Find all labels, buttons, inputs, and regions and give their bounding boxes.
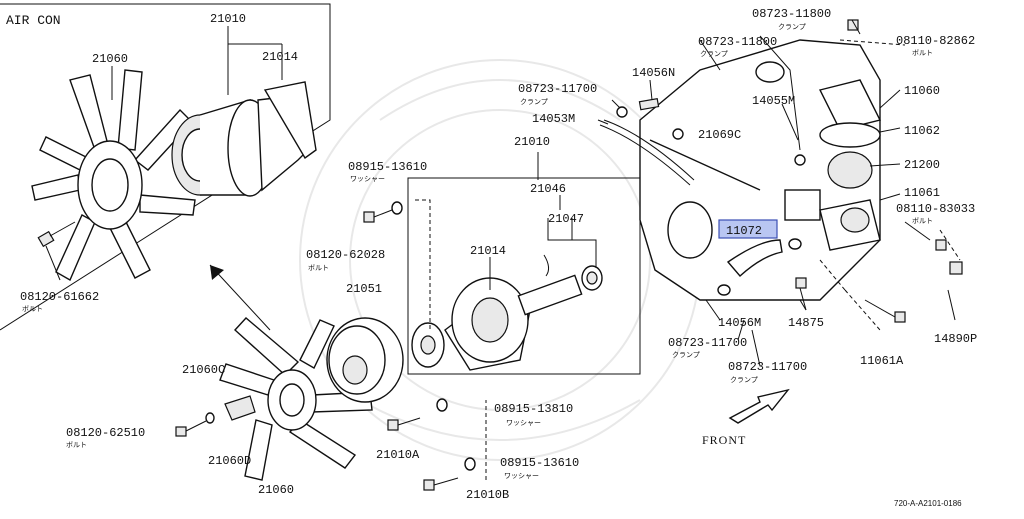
label-08915-13610-a: 08915-13610	[348, 160, 427, 174]
label-08120-61662-sub: ボルト	[22, 305, 43, 313]
diagram-code: 720-A-A2101-0186	[894, 499, 962, 508]
label-08110-83033-sub: ボルト	[912, 217, 933, 225]
label-08723-11800-b-sub: クランプ	[700, 50, 728, 58]
label-21060-top: 21060	[92, 52, 128, 66]
label-21010-mid: 21010	[514, 135, 550, 149]
label-08120-62028-sub: ボルト	[308, 264, 329, 272]
label-08723-11700-c: 08723-11700	[728, 360, 807, 374]
label-08723-11800-b: 08723-11800	[698, 35, 777, 49]
label-21047: 21047	[548, 212, 584, 226]
label-21069C: 21069C	[698, 128, 741, 142]
label-08110-82862: 08110-82862	[896, 34, 975, 48]
label-21014-top: 21014	[262, 50, 298, 64]
pulley	[326, 317, 404, 403]
label-front: FRONT	[702, 433, 746, 447]
inset-arrow	[209, 264, 271, 331]
label-08915-13610-b-sub: ワッシャー	[504, 472, 539, 480]
label-21060-bot: 21060	[258, 483, 294, 497]
label-08915-13610-a-sub: ワッシャー	[350, 175, 385, 183]
label-08723-11700-a: 08723-11700	[518, 82, 597, 96]
label-14055M: 14055M	[752, 94, 795, 108]
pipe-14053M	[599, 124, 691, 186]
label-08723-11700-a-sub: クランプ	[520, 98, 548, 106]
label-21010B: 21010B	[466, 488, 509, 502]
bolt-08120-62028	[363, 201, 403, 223]
main-fan	[219, 317, 373, 481]
engine-block	[639, 39, 881, 301]
label-08723-11700-c-sub: クランプ	[730, 376, 758, 384]
label-08120-62028: 08120-62028	[306, 248, 385, 262]
arrow-head	[210, 265, 224, 280]
label-08915-13610-b: 08915-13610	[500, 456, 579, 470]
inset-pump	[171, 81, 317, 197]
label-14053M: 14053M	[532, 112, 575, 126]
pump-body	[411, 254, 603, 371]
fan-spacer	[224, 395, 256, 421]
air-con-inset: AIR CON	[0, 3, 331, 331]
inset-title: AIR CON	[6, 13, 61, 28]
pump-group-box	[407, 177, 641, 375]
label-21200: 21200	[904, 158, 940, 172]
label-08723-11700-b-sub: クランプ	[672, 351, 700, 359]
hose-11072	[726, 239, 783, 278]
label-08915-13810-sub: ワッシャー	[506, 419, 541, 427]
label-11061: 11061	[904, 186, 940, 200]
bolt-21010B	[423, 457, 476, 491]
label-21060D: 21060D	[208, 454, 251, 468]
label-11060: 11060	[904, 84, 940, 98]
highlight-11072[interactable]	[718, 219, 778, 239]
label-11061A: 11061A	[860, 354, 904, 368]
label-08110-82862-sub: ボルト	[912, 49, 933, 57]
label-21014-mid: 21014	[470, 244, 506, 258]
label-14875: 14875	[788, 316, 824, 330]
thermostat-parts	[818, 79, 882, 251]
label-11062: 11062	[904, 124, 940, 138]
label-14890P: 14890P	[934, 332, 977, 346]
label-08915-13810: 08915-13810	[494, 402, 573, 416]
label-21010A: 21010A	[376, 448, 420, 462]
bolt-08120-62510	[175, 412, 215, 437]
label-14056N: 14056N	[632, 66, 675, 80]
label-14056M: 14056M	[718, 316, 761, 330]
label-21051: 21051	[346, 282, 382, 296]
label-08110-83033: 08110-83033	[896, 202, 975, 216]
label-21060C: 21060C	[182, 363, 225, 377]
bolt-21010A	[387, 398, 448, 431]
inset-bolt	[37, 221, 76, 281]
label-08120-62510-sub: ボルト	[66, 441, 87, 449]
label-08723-11800-a: 08723-11800	[752, 7, 831, 21]
label-08723-11800-a-sub: クランプ	[778, 23, 806, 31]
label-08120-61662: 08120-61662	[20, 290, 99, 304]
label-21046: 21046	[530, 182, 566, 196]
label-08120-62510: 08120-62510	[66, 426, 145, 440]
label-11072: 11072	[726, 224, 762, 238]
label-08723-11700-b: 08723-11700	[668, 336, 747, 350]
front-arrow	[728, 388, 790, 424]
label-21010-top: 21010	[210, 12, 246, 26]
small-parts	[616, 19, 963, 323]
inset-fan	[31, 69, 196, 281]
